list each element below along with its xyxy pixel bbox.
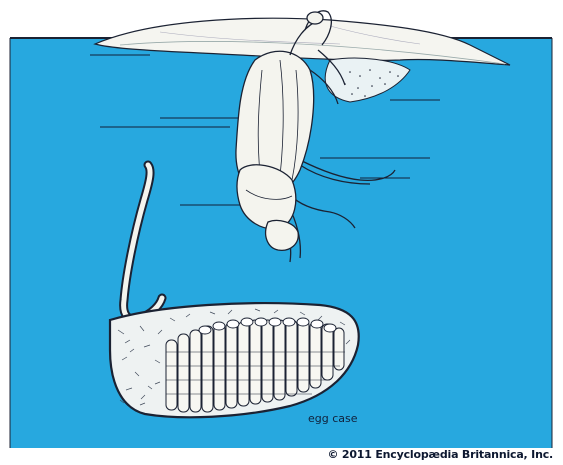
egg-case-label: egg case: [308, 412, 358, 425]
copyright-credit: © 2011 Encyclopædia Britannica, Inc.: [327, 448, 553, 461]
